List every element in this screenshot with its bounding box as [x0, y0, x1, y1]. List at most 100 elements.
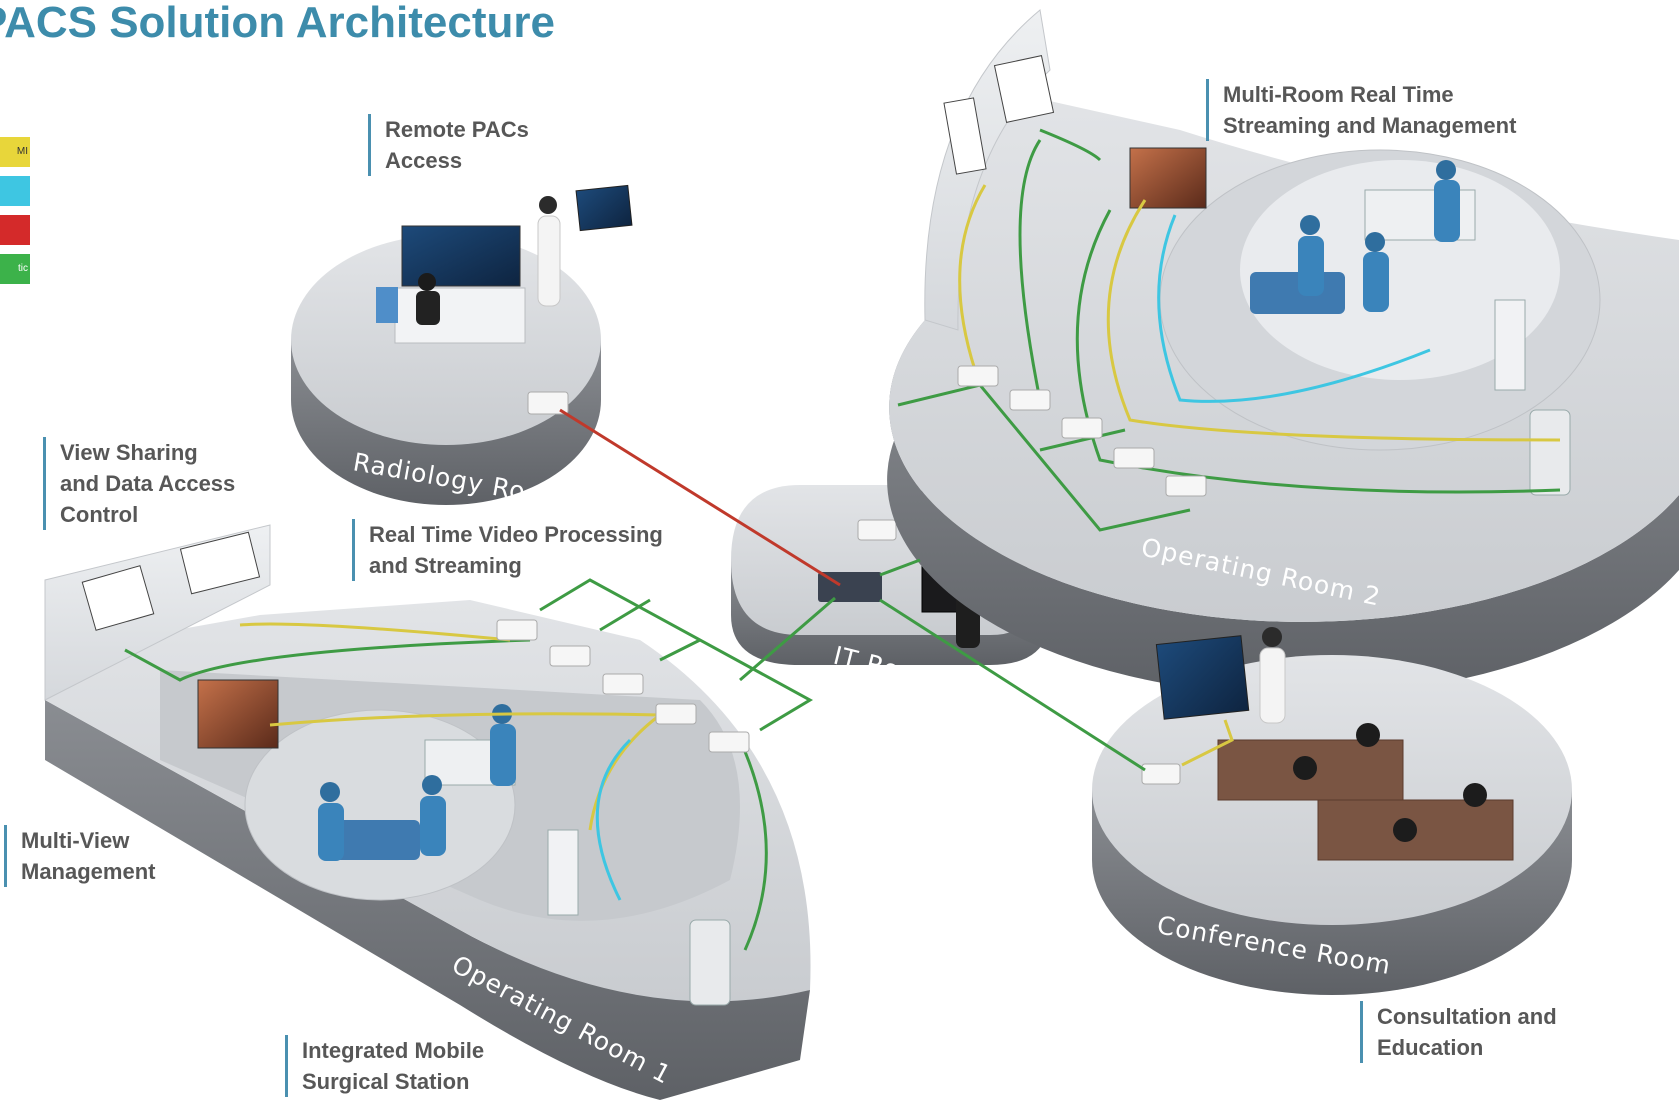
callout-integrated-mobile: Integrated Mobile Surgical Station — [285, 1035, 484, 1097]
or1-cable-yellow-2 — [269, 712, 665, 831]
or1-ultrasound-cart — [689, 919, 731, 1006]
callout-multi-room: Multi-Room Real Time Streaming and Manag… — [1206, 79, 1516, 141]
legend-label-hdmi: MI — [16, 146, 28, 157]
or2-surgeon-3-head — [1436, 160, 1456, 180]
or1-cable-yellow-1 — [239, 622, 511, 642]
radiology-wall-screen — [575, 184, 633, 232]
or2-switch-2 — [1009, 389, 1051, 411]
or2-switch-4 — [1113, 447, 1155, 469]
callout-consultation-line-1: Consultation and — [1377, 1004, 1557, 1029]
or1-switch-5 — [708, 731, 750, 753]
or2-surgeon-2-body — [1363, 252, 1389, 312]
callout-multi-room-line-2: Streaming and Management — [1223, 113, 1517, 138]
or2-endoscopy-screen — [1129, 147, 1207, 209]
or1-c-arm — [547, 829, 579, 916]
conference-switch — [1141, 763, 1181, 785]
or2-c-arm — [1494, 299, 1526, 391]
or2-cable-green-1 — [1018, 128, 1102, 401]
conference-screen — [1155, 635, 1250, 720]
callout-real-time-video-line-2: and Streaming — [369, 553, 522, 578]
or2-surgeon-1-head — [1300, 215, 1320, 235]
callout-view-sharing-line-2: and Data Access — [60, 471, 236, 496]
link-it-conference — [879, 598, 1146, 772]
inter-room-links — [559, 408, 1146, 772]
callout-consultation: Consultation and Education — [1360, 1001, 1557, 1063]
radiology-desk — [394, 287, 526, 344]
or1-switch-4 — [655, 703, 697, 725]
page-title: PACS Solution Architecture — [0, 0, 555, 47]
or2-surgeon-2-head — [1365, 232, 1385, 252]
legend-label-optic: tic — [18, 263, 28, 274]
or1-surgeon-2-body — [420, 796, 446, 856]
or1-side — [45, 700, 810, 1100]
callout-remote-pacs-line-1: Remote PACs — [385, 117, 529, 142]
or2-switch-3 — [1061, 417, 1103, 439]
conference-desk-back — [1317, 799, 1514, 861]
or1-switch-3 — [602, 673, 644, 695]
or2-wall-monitor-2 — [943, 97, 987, 175]
callout-view-sharing-line-3: Control — [60, 502, 139, 527]
or1-wall-monitor-2 — [179, 531, 261, 595]
radiology-switch — [527, 391, 569, 415]
callout-view-sharing: View Sharing and Data Access Control — [43, 437, 235, 530]
callout-integrated-mobile-line-1: Integrated Mobile — [302, 1038, 485, 1063]
operating-room-1: Operating Room 1 — [44, 524, 814, 1100]
or2-side — [887, 320, 1679, 696]
or2-surgeon-1-body — [1298, 236, 1324, 296]
or1-surgeon-1-head — [320, 782, 340, 802]
conference-attendee-3 — [1393, 818, 1417, 842]
callout-multi-view-line-1: Multi-View — [21, 828, 130, 853]
or1-optic-bus — [539, 578, 814, 732]
conference-cable-yellow — [1181, 719, 1234, 767]
or1-operating-table — [330, 820, 420, 860]
or1-cable-cyan — [595, 738, 632, 901]
callout-integrated-mobile-line-2: Surgical Station — [302, 1069, 470, 1094]
callout-multi-view-line-2: Management — [21, 859, 156, 884]
conference-attendee-2 — [1356, 723, 1380, 747]
conference-attendee-4 — [1463, 783, 1487, 807]
conference-attendee-1 — [1293, 756, 1317, 780]
link-it-rack — [879, 558, 921, 577]
radiology-doctor-body — [537, 215, 561, 307]
or1-surgeon-3-body — [490, 724, 516, 786]
radiology-operator-head — [418, 273, 436, 291]
radiology-cabinet — [376, 287, 398, 323]
callout-multi-view: Multi-View Management — [4, 825, 155, 887]
or2-inner-floor — [1240, 160, 1560, 380]
or2-wall-monitor-1 — [993, 55, 1055, 123]
or1-endoscopy-screen — [197, 679, 279, 749]
or1-surgeon-2-head — [422, 775, 442, 795]
callout-remote-pacs: Remote PACs Access — [368, 114, 529, 176]
or2-surgeon-3-body — [1434, 180, 1460, 242]
legend-swatch-cyan — [0, 176, 30, 206]
link-it-or1 — [739, 596, 836, 682]
conference-room: Conference Room — [1092, 627, 1572, 995]
or2-operating-table — [1250, 272, 1345, 314]
or1-inner-platform — [244, 709, 516, 901]
or1-cable-green-2 — [738, 739, 768, 951]
or1-wall-monitor-1 — [81, 565, 155, 631]
legend-swatch-hdmi: MI — [0, 137, 30, 167]
callout-real-time-video: Real Time Video Processing and Streaming — [352, 519, 663, 581]
legend-swatch-red — [0, 215, 30, 245]
or2-cable-yellow-2 — [1106, 199, 1561, 442]
it-small-switch — [857, 519, 897, 541]
operating-room-2: Operating Room 2 — [887, 9, 1679, 696]
link-radiology-it — [559, 408, 841, 587]
or1-surgeon-1-body — [318, 803, 344, 861]
or1-switch-1 — [496, 619, 538, 641]
conference-presenter-head — [1262, 627, 1282, 647]
callout-view-sharing-line-1: View Sharing — [60, 440, 198, 465]
callout-multi-room-line-1: Multi-Room Real Time — [1223, 82, 1454, 107]
or2-ultrasound-cart — [1529, 409, 1571, 496]
radiology-doctor-head — [539, 196, 557, 214]
legend-swatch-optic: tic — [0, 254, 30, 284]
or2-switch-1 — [957, 365, 999, 387]
conference-presenter-body — [1259, 647, 1286, 724]
callout-real-time-video-line-1: Real Time Video Processing — [369, 522, 663, 547]
callout-remote-pacs-line-2: Access — [385, 148, 463, 173]
callout-consultation-line-2: Education — [1377, 1035, 1484, 1060]
or2-optic-bus — [897, 383, 1191, 532]
or2-cable-cyan — [1157, 214, 1431, 403]
